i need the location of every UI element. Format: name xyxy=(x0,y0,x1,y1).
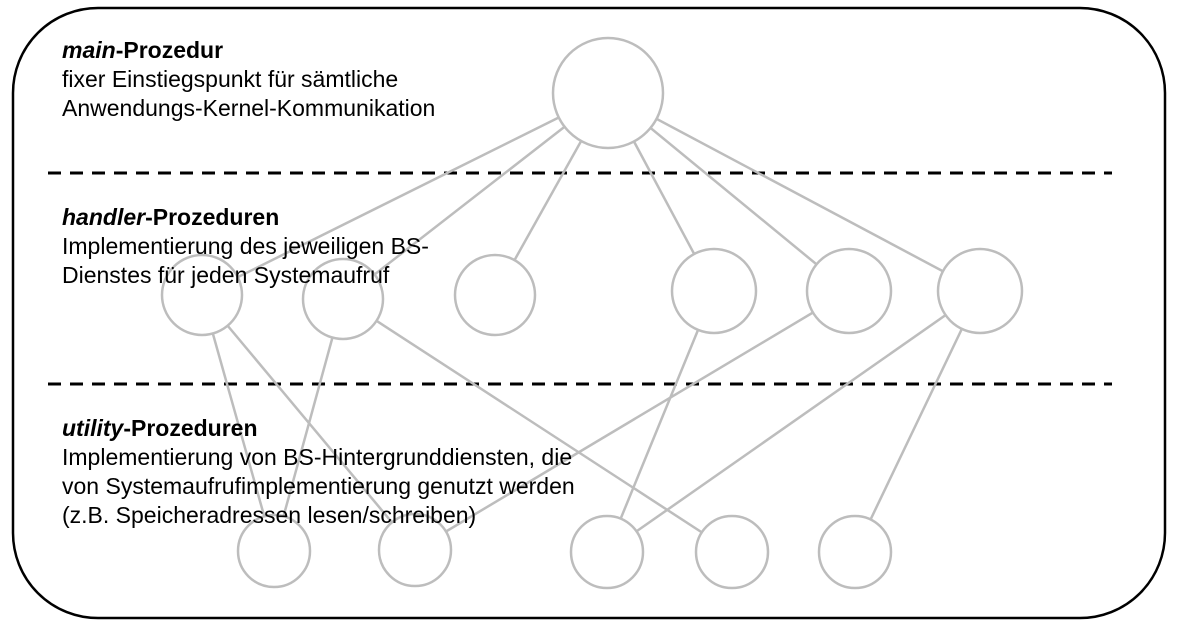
call-edge-h5-u2 xyxy=(414,289,850,552)
main-procedure-label: main-Prozedur fixer Einstiegspunkt für s… xyxy=(62,36,435,123)
main-desc-line-2: Anwendungs-Kernel-Kommunikation xyxy=(62,95,436,121)
procedure-node-h4 xyxy=(670,247,758,335)
procedure-node-u3 xyxy=(569,514,645,590)
main-suffix: -Prozedur xyxy=(115,37,224,63)
utility-procedures-label: utility-Prozeduren Implementierung von B… xyxy=(62,414,575,530)
call-edge-main-h6 xyxy=(607,91,981,293)
procedure-node-h5 xyxy=(805,247,893,335)
call-edge-h1-u1 xyxy=(200,294,276,552)
main-desc-line-1: fixer Einstiegspunkt für sämtliche xyxy=(62,66,399,92)
main-procedure-title: main-Prozedur xyxy=(62,36,435,65)
utility-procedures-title: utility-Prozeduren xyxy=(62,414,575,443)
main-term: main xyxy=(62,37,116,63)
utility-desc-line-2: von Systemaufrufimplementierung genutzt … xyxy=(62,473,575,499)
handler-suffix: -Prozeduren xyxy=(145,204,280,230)
call-edge-h6-u3 xyxy=(606,289,981,554)
handler-desc-line-2: Dienstes für jeden Systemaufruf xyxy=(62,262,390,288)
call-edge-main-h1 xyxy=(201,91,609,297)
utility-desc-line-3: (z.B. Speicheradressen lesen/schreiben) xyxy=(62,502,477,528)
outer-frame xyxy=(11,6,1167,620)
handler-procedures-title: handler-Prozeduren xyxy=(62,203,429,232)
utility-desc-line-1: Implementierung von BS-Hintergrunddienst… xyxy=(62,444,573,470)
handler-procedures-label: handler-Prozeduren Implementierung des j… xyxy=(62,203,429,290)
handler-desc-line-1: Implementierung des jeweiligen BS- xyxy=(62,233,429,259)
procedure-node-h1 xyxy=(160,253,244,337)
handler-term: handler xyxy=(62,204,146,230)
procedure-node-h2 xyxy=(301,257,385,341)
procedure-node-u4 xyxy=(694,514,770,590)
utility-suffix: -Prozeduren xyxy=(123,415,258,441)
procedure-node-u2 xyxy=(377,512,453,588)
call-edge-h6-u5 xyxy=(853,290,982,553)
call-edge-h4-u3 xyxy=(605,290,716,553)
procedure-node-main xyxy=(551,36,665,150)
procedure-node-u1 xyxy=(236,513,312,589)
utility-term: utility xyxy=(62,415,124,441)
procedure-node-u5 xyxy=(817,514,893,590)
procedure-node-h6 xyxy=(936,247,1024,335)
call-edge-h2-u1 xyxy=(272,298,345,552)
procedure-node-h3 xyxy=(453,253,537,337)
